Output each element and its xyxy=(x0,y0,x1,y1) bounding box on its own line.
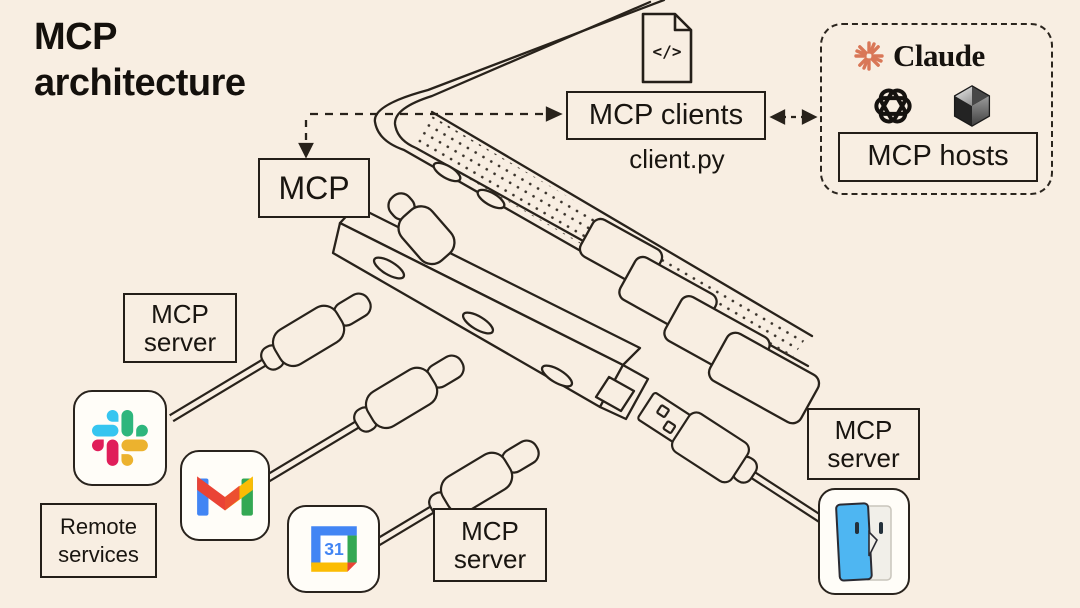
remote-services-label: Remote services xyxy=(58,514,139,567)
gmail-tile xyxy=(180,450,270,541)
mcp-hosts-box: MCP hosts xyxy=(838,132,1038,182)
google-calendar-tile: 31 xyxy=(287,505,380,593)
mcp-server-box-right: MCP server xyxy=(807,408,920,480)
mcp-hosts-label: MCP hosts xyxy=(867,140,1009,173)
finder-tile xyxy=(818,488,910,595)
client-filename: client.py xyxy=(629,144,725,174)
code-glyph: </> xyxy=(652,42,682,61)
slack-tile xyxy=(73,390,167,486)
mcp-hosts-group: Claude MCP hosts xyxy=(820,23,1053,195)
usb-cable-calendar xyxy=(369,439,540,550)
title-line-1: MCP xyxy=(34,16,117,58)
google-calendar-icon: 31 xyxy=(310,526,357,572)
dashed-connectors xyxy=(298,106,818,159)
mcp-server-box-left: MCP server xyxy=(123,293,237,363)
usb-hub-illustration xyxy=(331,192,650,421)
mcp-clients-box: MCP clients xyxy=(566,91,766,140)
claude-starburst-icon xyxy=(854,41,884,71)
usb-cable-gmail xyxy=(262,354,465,485)
usb-cable-slack xyxy=(169,292,372,423)
code-file-icon: </> xyxy=(640,12,694,84)
title-line-2: architecture xyxy=(34,62,246,105)
hub-plug xyxy=(387,192,456,266)
mcp-protocol-box: MCP xyxy=(258,158,370,218)
usb-a-plug-finder xyxy=(637,392,823,523)
usb-a-port xyxy=(594,375,636,413)
openai-icon xyxy=(874,88,912,124)
gmail-icon xyxy=(197,476,253,516)
mcp-server-label: MCP server xyxy=(827,414,900,473)
mcp-clients-label: MCP clients xyxy=(588,98,744,131)
calendar-day-number: 31 xyxy=(324,539,344,559)
remote-services-box: Remote services xyxy=(40,503,157,578)
mcp-server-label: MCP server xyxy=(143,298,217,357)
mcp-protocol-label: MCP xyxy=(278,169,350,206)
claude-logo-row: Claude xyxy=(852,38,985,74)
laptop-illustration xyxy=(373,0,821,425)
mcp-server-box-middle: MCP server xyxy=(433,508,547,582)
page-title: MCP architecture xyxy=(34,14,246,107)
cursor-cube-icon xyxy=(953,85,991,127)
claude-wordmark: Claude xyxy=(893,38,985,73)
finder-icon xyxy=(835,501,892,582)
slack-icon xyxy=(92,410,148,466)
mcp-server-label: MCP server xyxy=(453,515,527,574)
